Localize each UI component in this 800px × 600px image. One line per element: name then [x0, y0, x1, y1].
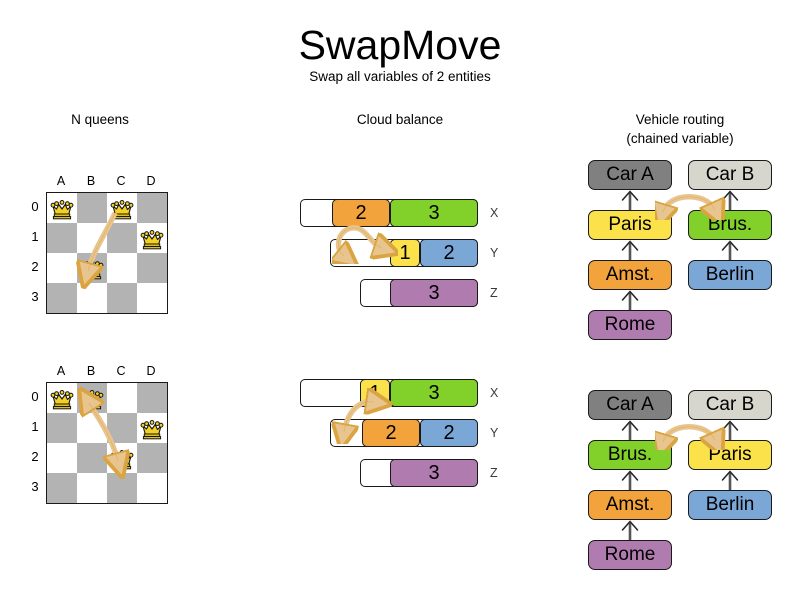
- board-row-label-0: 0: [31, 389, 39, 404]
- vrp-vehicle-car-b[interactable]: Car B: [688, 160, 772, 190]
- cloud-computer-label-z: Z: [490, 466, 498, 480]
- board-column-label-b: B: [86, 364, 96, 378]
- board-cell-d0[interactable]: [137, 383, 167, 413]
- column-header-cloud-balance: Cloud balance: [300, 110, 500, 129]
- vrp-chain-link-arrow: [717, 420, 743, 445]
- column-header-sublabel: (chained variable): [626, 131, 734, 146]
- chess-grid: [46, 192, 168, 314]
- board-cell-d2[interactable]: [137, 253, 167, 283]
- vrp-vehicle-car-a[interactable]: Car A: [588, 160, 672, 190]
- vrp-stop-amst[interactable]: Amst.: [588, 490, 672, 520]
- board-row-label-2: 2: [31, 259, 39, 274]
- cloud-process-x-2[interactable]: 3: [390, 199, 478, 227]
- board-row-label-3: 3: [31, 289, 39, 304]
- board-cell-d3[interactable]: [137, 473, 167, 503]
- board-cell-c3[interactable]: [107, 283, 137, 313]
- board-cell-a2[interactable]: [47, 253, 77, 283]
- board-column-label-d: D: [146, 364, 156, 378]
- column-header-n-queens: N queens: [10, 110, 190, 129]
- board-cell-a1[interactable]: [47, 223, 77, 253]
- board-column-label-a: A: [56, 364, 66, 378]
- cloud-process-y-1[interactable]: 2: [362, 419, 420, 447]
- cloud-process-y-1[interactable]: 1: [390, 239, 420, 267]
- cloud-process-y-2[interactable]: 2: [420, 239, 478, 267]
- board-cell-d3[interactable]: [137, 283, 167, 313]
- board-column-label-b: B: [86, 174, 96, 188]
- vrp-chain-link-arrow: [717, 470, 743, 495]
- vrp-chain-link-arrow: [617, 420, 643, 445]
- page-subtitle: Swap all variables of 2 entities: [309, 69, 491, 84]
- board-cell-a3[interactable]: [47, 283, 77, 313]
- board-row-label-1: 1: [31, 419, 39, 434]
- board-row-label-2: 2: [31, 449, 39, 464]
- cloud-computer-label-x: X: [490, 206, 499, 220]
- cloud-process-x-2[interactable]: 3: [390, 379, 478, 407]
- board-cell-a1[interactable]: [47, 413, 77, 443]
- vrp-chain-link-arrow: [617, 240, 643, 265]
- cloud-process-y-2[interactable]: 2: [420, 419, 478, 447]
- board-row-label-0: 0: [31, 199, 39, 214]
- vrp-chain-link-arrow: [617, 470, 643, 495]
- vrp-stop-berlin[interactable]: Berlin: [688, 490, 772, 520]
- cloud-process-z-1[interactable]: 3: [390, 459, 478, 487]
- vrp-chain-link-arrow: [617, 520, 643, 545]
- board-column-label-a: A: [56, 174, 66, 188]
- vrp-vehicle-car-b[interactable]: Car B: [688, 390, 772, 420]
- board-column-label-d: D: [146, 174, 156, 188]
- board-row-label-1: 1: [31, 229, 39, 244]
- board-cell-a3[interactable]: [47, 473, 77, 503]
- board-cell-d2[interactable]: [137, 443, 167, 473]
- vrp-chain-link-arrow: [617, 190, 643, 215]
- page-title: SwapMove: [298, 22, 502, 68]
- board-column-label-c: C: [116, 364, 126, 378]
- vrp-stop-berlin[interactable]: Berlin: [688, 260, 772, 290]
- cloud-computer-label-y: Y: [490, 246, 499, 260]
- cloud-computer-label-z: Z: [490, 286, 498, 300]
- vrp-chain-link-arrow: [717, 190, 743, 215]
- cloud-process-z-1[interactable]: 3: [390, 279, 478, 307]
- vrp-vehicle-car-a[interactable]: Car A: [588, 390, 672, 420]
- vrp-chain-link-arrow: [617, 290, 643, 315]
- column-header-label: Cloud balance: [356, 112, 444, 127]
- column-header-label: N queens: [71, 112, 129, 127]
- cloud-process-x-1[interactable]: 2: [332, 199, 390, 227]
- board-column-label-c: C: [116, 174, 126, 188]
- board-cell-d0[interactable]: [137, 193, 167, 223]
- column-header-vehicle-routing: Vehicle routing (chained variable): [580, 110, 780, 148]
- board-cell-a2[interactable]: [47, 443, 77, 473]
- cloud-process-x-1[interactable]: 1: [360, 379, 390, 407]
- vrp-stop-amst[interactable]: Amst.: [588, 260, 672, 290]
- column-header-label: Vehicle routing: [635, 112, 725, 127]
- cloud-computer-label-y: Y: [490, 426, 499, 440]
- vrp-stop-rome[interactable]: Rome: [588, 310, 672, 340]
- vrp-chain-link-arrow: [717, 240, 743, 265]
- vrp-stop-rome[interactable]: Rome: [588, 540, 672, 570]
- board-row-label-3: 3: [31, 479, 39, 494]
- cloud-computer-label-x: X: [490, 386, 499, 400]
